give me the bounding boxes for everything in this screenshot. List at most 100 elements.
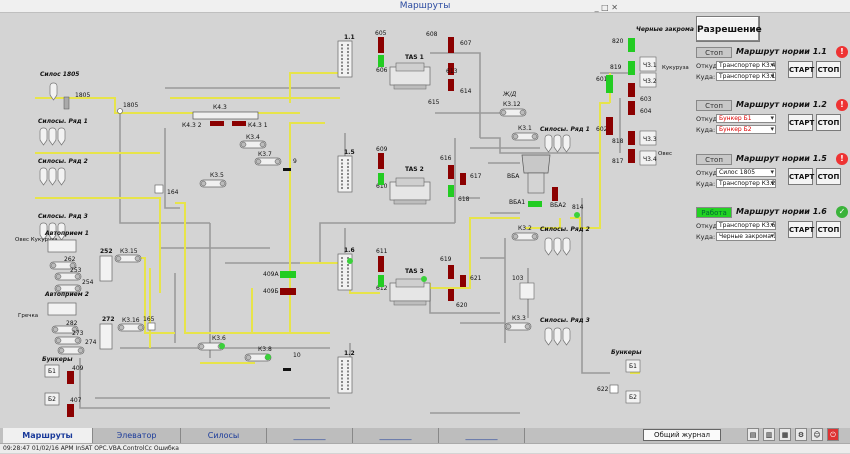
gate-604[interactable] (628, 101, 635, 115)
route-1-5-start-button[interactable]: СТАРТ (788, 168, 814, 185)
valve-103[interactable] (519, 282, 535, 300)
chart-icon[interactable]: ▦ (779, 428, 791, 441)
elevator-252[interactable] (99, 255, 113, 282)
conveyor-274[interactable] (57, 346, 85, 355)
route-1-2-from-select[interactable]: Бункер Б1 (716, 114, 776, 123)
settings-icon[interactable]: ⚙ (795, 428, 807, 441)
gate-617[interactable] (460, 173, 466, 185)
permission-button[interactable]: Разрешение (696, 16, 762, 42)
gate-409[interactable] (67, 371, 74, 384)
auto2-intake[interactable] (47, 302, 77, 316)
gate-819[interactable] (628, 61, 635, 75)
gate-621[interactable] (460, 275, 466, 287)
gate-407[interactable] (67, 404, 74, 417)
gate-vba1[interactable] (528, 201, 542, 207)
gate-614[interactable] (448, 79, 454, 91)
gate-613[interactable] (448, 63, 454, 75)
gate-618[interactable] (448, 185, 454, 197)
valve-10[interactable] (283, 368, 291, 371)
window-controls[interactable]: _ □ ✕ (594, 3, 618, 12)
general-journal-button[interactable]: Общий журнал (643, 429, 721, 441)
bunker-b1-right[interactable] (625, 359, 641, 373)
bunker-b2-left[interactable] (44, 392, 60, 406)
print-icon[interactable]: ▤ (747, 428, 759, 441)
route-1-1-from-select[interactable]: Транспортер К3.4 (716, 61, 776, 70)
gate-609[interactable] (378, 153, 384, 169)
bunker-b1-left[interactable] (44, 364, 60, 378)
elevator-1-5[interactable] (337, 155, 353, 193)
gate-k431[interactable] (232, 121, 246, 126)
conveyor-273[interactable] (54, 336, 82, 345)
conveyor-k43[interactable] (192, 111, 259, 120)
gate-611[interactable] (378, 256, 384, 272)
separator-tas3[interactable] (389, 278, 431, 306)
valve-9[interactable] (283, 168, 291, 171)
route-1-2-stop-button[interactable]: СТОП (816, 114, 841, 131)
separator-tas1[interactable] (389, 62, 431, 90)
bin-ch33[interactable] (639, 130, 657, 146)
bunker-vba[interactable] (521, 154, 551, 174)
gate-1805[interactable] (117, 108, 123, 114)
route-1-2-to-select[interactable]: Бункер Б2 (716, 125, 776, 134)
tab-silos[interactable]: Силосы (181, 428, 267, 443)
conveyor-k32[interactable] (511, 232, 539, 241)
gate-818[interactable] (628, 131, 635, 145)
route-1-1-stop-button[interactable]: СТОП (816, 61, 841, 78)
gate-605[interactable] (378, 37, 384, 53)
gate-616[interactable] (448, 165, 454, 179)
bin-ch32[interactable] (639, 72, 657, 88)
gate-602[interactable] (606, 117, 613, 135)
gate-619[interactable] (448, 265, 454, 279)
gate-k432[interactable] (210, 121, 224, 126)
valve-164[interactable] (154, 184, 164, 194)
tab-6[interactable]: ________ (439, 428, 525, 443)
conveyor-253[interactable] (54, 272, 82, 281)
gate-610[interactable] (378, 173, 384, 185)
route-1-6-from-select[interactable]: Транспортер К3.6 (716, 221, 776, 230)
conveyor-k34[interactable] (239, 140, 267, 149)
route-1-5-stop-button[interactable]: СТОП (816, 168, 841, 185)
gate-620[interactable] (448, 289, 454, 301)
gate-409a[interactable] (280, 271, 296, 278)
conveyor-k312[interactable] (499, 108, 527, 117)
exit-icon[interactable]: ⏻ (827, 428, 839, 441)
route-1-1-start-button[interactable]: СТАРТ (788, 61, 814, 78)
route-1-1-to-select[interactable]: Транспортер К3.1 (716, 72, 776, 81)
gate-606[interactable] (378, 55, 384, 67)
elevator-1-2[interactable] (337, 356, 353, 394)
gate-612[interactable] (378, 275, 384, 287)
gate-vba2[interactable] (552, 187, 558, 201)
bin-ch31[interactable] (639, 56, 657, 72)
conveyor-k316[interactable] (117, 323, 145, 332)
valve-1805[interactable] (63, 96, 70, 110)
conveyor-k37[interactable] (254, 157, 282, 166)
route-1-5-from-select[interactable]: Силос 1805 (716, 168, 776, 177)
route-1-6-to-select[interactable]: Черные закрома 1 (716, 232, 776, 241)
gate-622[interactable] (609, 384, 619, 394)
route-1-5-to-select[interactable]: Транспортер К3.2 (716, 179, 776, 188)
conveyor-k315[interactable] (114, 254, 142, 263)
route-1-6-stop-button[interactable]: СТОП (816, 221, 841, 238)
elevator-1-1[interactable] (337, 40, 353, 78)
route-1-2-start-button[interactable]: СТАРТ (788, 114, 814, 131)
tab-elevator[interactable]: Элеватор (93, 428, 181, 443)
user-icon[interactable]: ☺ (811, 428, 823, 441)
gate-820[interactable] (628, 38, 635, 52)
report-icon[interactable]: ▥ (763, 428, 775, 441)
gate-603[interactable] (628, 83, 635, 97)
bunker-b2-right[interactable] (625, 390, 641, 404)
auto1-intake[interactable] (47, 239, 77, 253)
valve-165[interactable] (147, 322, 156, 331)
tab-4[interactable]: ________ (267, 428, 353, 443)
gate-608[interactable] (448, 37, 454, 53)
tab-5[interactable]: ________ (353, 428, 439, 443)
conveyor-k31[interactable] (511, 132, 539, 141)
conveyor-k33[interactable] (504, 322, 532, 331)
gate-601[interactable] (606, 75, 613, 93)
elevator-272[interactable] (99, 323, 113, 350)
conveyor-k35[interactable] (199, 179, 227, 188)
route-1-6-start-button[interactable]: СТАРТ (788, 221, 814, 238)
gate-817[interactable] (628, 149, 635, 163)
separator-tas2[interactable] (389, 177, 431, 205)
gate-814[interactable] (574, 212, 580, 218)
